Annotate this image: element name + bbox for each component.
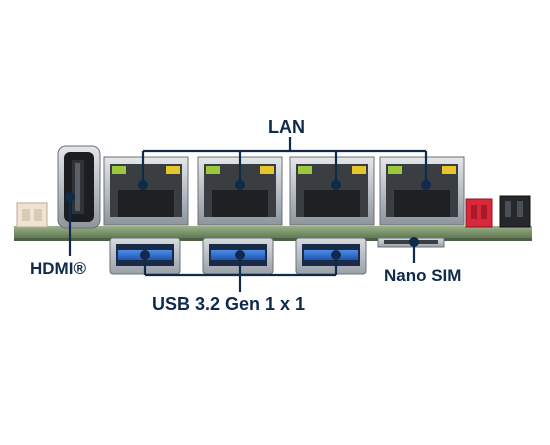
red-header-connector — [465, 198, 493, 228]
rj45-port-icon — [197, 156, 283, 226]
lan-callout-lines — [141, 137, 428, 185]
rj45-port-icon — [103, 156, 189, 226]
usb-a-port-icon — [295, 237, 367, 275]
lan-callout-dots — [138, 180, 431, 190]
hdmi-label: HDMI® — [30, 259, 86, 278]
pcb-board — [14, 226, 532, 238]
hdmi-callout — [65, 192, 75, 256]
nano-sim-label: Nano SIM — [384, 266, 462, 285]
black-header-connector — [499, 195, 531, 228]
lan-label: LAN — [268, 117, 305, 137]
rj45-port-icon — [289, 156, 375, 226]
usb-callout-dots — [140, 250, 341, 260]
sim-callout — [409, 237, 419, 263]
usb-label: USB 3.2 Gen 1 x 1 — [152, 294, 306, 314]
hdmi-port-icon — [57, 145, 101, 229]
header-connector-left — [16, 202, 48, 228]
rj45-port-icon — [379, 156, 465, 226]
